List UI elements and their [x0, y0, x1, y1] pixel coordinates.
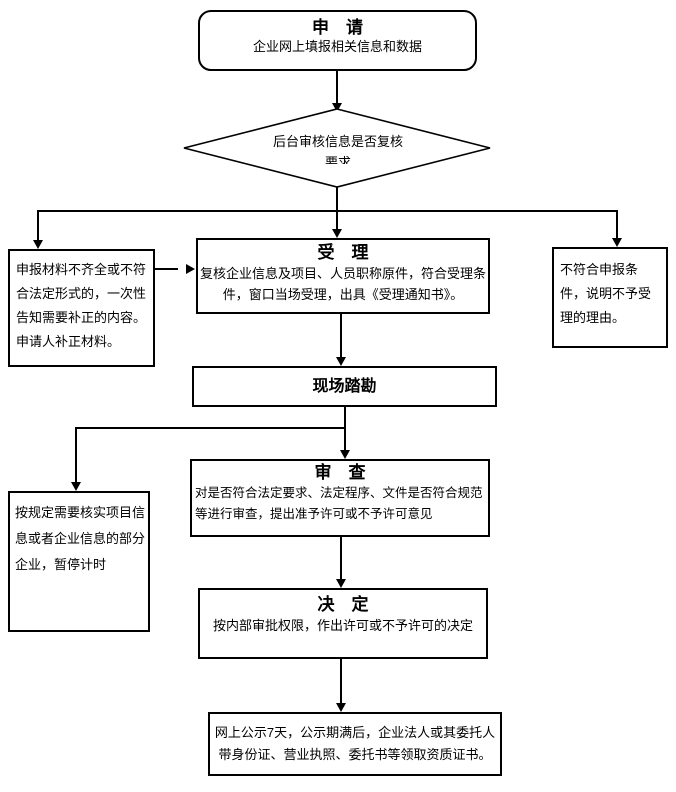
node-decide: 决 定 按内部审批权限，作出许可或不予许可的决定: [198, 588, 488, 659]
arrowhead-into-site: [336, 357, 346, 366]
connector-branch-top: [38, 210, 618, 212]
node-site-survey: 现场踏勘: [192, 366, 497, 407]
arrowhead-into-decision: [332, 103, 342, 112]
connector-review-decide: [340, 537, 342, 579]
connector-apply-decision: [336, 71, 338, 104]
node-accept: 受 理 复核企业信息及项目、人员职称原件，符合受理条件，窗口当场受理，出具《受理…: [196, 238, 490, 314]
node-review-body: 对是否符合法定要求、法定程序、文件是否符合规范等进行审查，提出准予许可或不予许可…: [195, 486, 483, 521]
node-decide-body: 按内部审批权限，作出许可或不予许可的决定: [212, 618, 473, 633]
connector-branch-mid: [76, 427, 346, 429]
node-review: 审 查 对是否符合法定要求、法定程序、文件是否符合规范等进行审查，提出准予许可或…: [190, 459, 490, 537]
node-reject: 不符合申报条件，说明不予受理的理由。: [552, 247, 668, 348]
arrowhead-into-pause: [71, 482, 81, 491]
node-apply-body: 企业网上填报相关信息和数据: [252, 39, 422, 54]
arrowhead-into-publicity: [336, 703, 346, 712]
decision-text-line2-clipped: 要求: [324, 156, 351, 164]
node-apply: 申 请 企业网上填报相关信息和数据: [198, 10, 477, 71]
connector-drop-pause: [75, 427, 77, 482]
connector-drop-supplement: [37, 210, 39, 240]
node-supplement-body: 申报材料不齐全或不符合法定形式的，一次性告知需要补正的内容。申请人补正材料。: [16, 262, 147, 349]
node-site-survey-title: 现场踏勘: [312, 378, 377, 395]
node-decide-title: 决 定: [317, 595, 369, 614]
arrowhead-into-supplement: [33, 240, 43, 249]
connector-supplement-accept: [155, 268, 178, 270]
arrowhead-into-reject: [612, 238, 622, 247]
node-pause: 按规定需要核实项目信息或者企业信息的部分企业，暂停计时: [8, 491, 150, 632]
node-pause-body: 按规定需要核实项目信息或者企业信息的部分企业，暂停计时: [15, 505, 146, 572]
node-supplement: 申报材料不齐全或不符合法定形式的，一次性告知需要补正的内容。申请人补正材料。: [8, 249, 155, 367]
node-accept-title: 受 理: [317, 243, 369, 262]
connector-accept-site: [340, 314, 342, 357]
connector-decision-stem: [336, 187, 338, 211]
connector-drop-review: [344, 427, 346, 450]
arrowhead-into-accept: [332, 229, 342, 238]
node-accept-body: 复核企业信息及项目、人员职称原件，符合受理条件，窗口当场受理，出具《受理通知书》…: [200, 266, 487, 302]
connector-decide-publicity: [340, 659, 342, 703]
connector-drop-reject: [616, 210, 618, 238]
node-publicity-body: 网上公示7天，公示期满后，企业法人或其委托人带身份证、营业执照、委托书等领取资质…: [214, 725, 496, 762]
node-publicity: 网上公示7天，公示期满后，企业法人或其委托人带身份证、营业执照、委托书等领取资质…: [208, 712, 502, 776]
decision-text-line1: 后台审核信息是否复核: [272, 134, 403, 149]
node-review-title: 审 查: [314, 463, 366, 482]
arrowhead-into-review: [340, 450, 350, 459]
arrowhead-into-accept-left: [186, 264, 195, 274]
connector-site-stem: [344, 407, 346, 428]
node-reject-body: 不符合申报条件，说明不予受理的理由。: [560, 262, 652, 325]
connector-drop-accept: [336, 210, 338, 229]
arrowhead-into-decide: [336, 579, 346, 588]
node-apply-title: 申 请: [312, 18, 363, 37]
